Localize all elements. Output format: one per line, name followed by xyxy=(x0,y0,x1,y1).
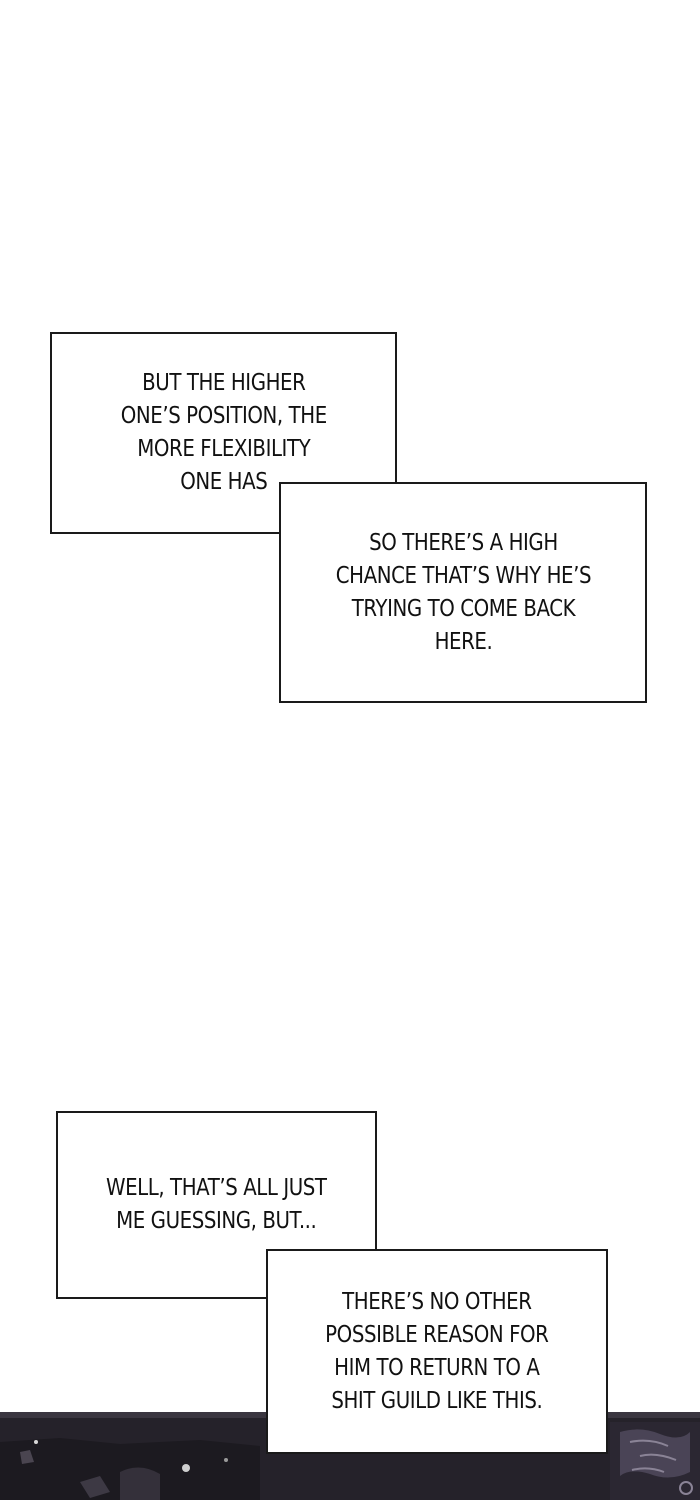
caption-line: SHIT GUILD LIKE THIS. xyxy=(331,1387,543,1414)
caption-line: BUT THE HIGHER xyxy=(141,370,306,396)
caption-line: TRYING TO COME BACK xyxy=(351,595,575,622)
caption-text-3: WELL, THAT’S ALL JUST ME GUESSING, BUT..… xyxy=(106,1172,327,1238)
caption-line: POSSIBLE REASON FOR xyxy=(325,1321,549,1348)
caption-box-1: BUT THE HIGHER ONE’S POSITION, THE MORE … xyxy=(50,332,397,534)
caption-line: ME GUESSING, BUT... xyxy=(116,1208,317,1234)
caption-line: HERE. xyxy=(434,628,492,655)
caption-line: SO THERE’S A HIGH xyxy=(368,529,558,556)
caption-line: WELL, THAT’S ALL JUST xyxy=(106,1175,327,1201)
caption-line: CHANCE THAT’S WHY HE’S xyxy=(335,562,591,589)
caption-box-2: SO THERE’S A HIGH CHANCE THAT’S WHY HE’S… xyxy=(279,482,647,703)
caption-text-4: THERE’S NO OTHER POSSIBLE REASON FOR HIM… xyxy=(325,1286,549,1418)
caption-box-4: THERE’S NO OTHER POSSIBLE REASON FOR HIM… xyxy=(266,1249,608,1454)
caption-text-2: SO THERE’S A HIGH CHANCE THAT’S WHY HE’S… xyxy=(335,527,591,659)
caption-line: ONE HAS xyxy=(179,469,268,495)
caption-line: ONE’S POSITION, THE xyxy=(120,403,327,429)
caption-text-1: BUT THE HIGHER ONE’S POSITION, THE MORE … xyxy=(120,367,326,499)
caption-line: MORE FLEXIBILITY xyxy=(137,436,310,462)
caption-line: THERE’S NO OTHER xyxy=(342,1288,532,1315)
caption-line: HIM TO RETURN TO A xyxy=(334,1354,540,1381)
